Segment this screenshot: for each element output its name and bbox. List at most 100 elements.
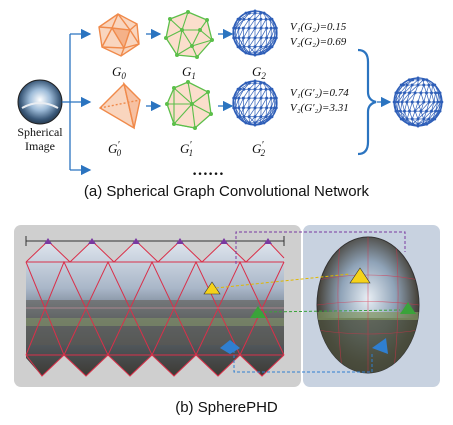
geodesic-node [416,117,420,121]
geodesic-node [434,109,438,113]
geodesic-node [259,36,263,40]
geodesic-node [237,36,241,40]
geodesic-edge [437,92,439,103]
geodesic-node [247,36,251,40]
geodesic-node [259,81,263,85]
geodesic-edge [254,46,267,54]
geodesic-node [253,106,257,110]
geodesic-edge [233,98,236,108]
row2-graph-labels: G′0 G′1 G′2 [108,140,266,158]
geodesic-node [438,109,442,113]
geodesic-node [262,11,266,15]
geodesic-edge [238,107,245,117]
geodesic-node [244,51,248,55]
geodesic-edge [431,92,435,103]
geodesic-edge [397,92,401,103]
geodesic-node [398,109,402,113]
geodesic-node [244,121,248,125]
row1-sub-0: 0 [121,71,126,81]
geodesic-edge [238,97,244,109]
geodesic-node [413,91,417,95]
geodesic-edge [269,107,277,117]
geodesic-node [269,106,273,110]
geodesic-node [269,36,273,40]
geodesic-edge [274,28,277,38]
geodesic-edge [271,19,275,29]
geodesic-node [264,87,268,91]
row1-sub-2: 2 [261,71,266,81]
caption-b: (b) SpherePHD [175,399,278,416]
input-branch-arrows [62,28,92,176]
geodesic-node [264,115,268,119]
blue-marker-right [372,338,388,354]
svg-text:G2: G2 [252,64,266,81]
geodesic-edge [269,37,277,47]
geodesic-edge [406,101,410,112]
geodesic-node [422,100,426,104]
geodesic-edge [254,97,262,109]
geodesic-node [274,106,278,110]
geodesic-node [270,87,274,91]
geodesic-node [253,9,257,13]
geodesic-node [259,106,263,110]
geodesic-edge [260,107,267,117]
row2-sub-0: 0 [117,148,122,158]
geodesic-node [403,91,407,95]
geodesic-edge [274,98,277,108]
geodesic-node [253,45,257,49]
geodesic-edge [260,89,267,99]
geodesic-edge [243,37,250,47]
geodesic-node [425,78,429,82]
geodesic-node [233,26,237,30]
geodesic-edge [243,27,250,39]
geodesic-node [253,11,257,15]
geodesic-edge [254,122,265,126]
geodesic-node [401,83,405,87]
geodesic-node [247,87,251,91]
row2-prime-1: ′ [189,140,192,151]
geodesic-node [429,91,433,95]
geodesic-edge [431,101,435,112]
geodesic-node [270,17,274,21]
geodesic-node [407,78,411,82]
geodesic-edge [238,19,245,29]
geodesic-node [238,115,242,119]
geodesic-node [247,106,251,110]
caption-a: (a) Spherical Graph Convolutional Networ… [84,183,370,200]
geodesic-edge [401,101,405,112]
geodesic-edge [426,101,430,112]
row1-label-2: G [252,64,262,79]
geodesic-node [242,45,246,49]
geodesic-edge [238,27,244,39]
geodesic-edge [435,101,441,112]
geodesic-edge [417,92,422,103]
graph-g0-prime-icon [98,81,141,130]
correspondence-lines [215,231,406,373]
geodesic-node [247,51,251,55]
geodesic-edge [400,101,403,112]
geodesic-node [237,26,241,30]
geodesic-node [419,109,423,113]
geodesic-node [247,11,251,15]
geodesic-edge [435,92,439,103]
row2-sub-1: 1 [189,148,194,158]
geodesic-edge [404,101,408,112]
geodesic-node [269,96,273,100]
geodesic-node [242,87,246,91]
geodesic-edge [260,97,267,109]
geodesic-node [259,51,263,55]
geodesic-edge [243,89,250,99]
geodesic-edge [260,27,267,39]
geodesic-node [405,83,409,87]
geodesic-node [408,109,412,113]
geodesic-node [410,117,414,121]
geodesic-edge [238,89,245,99]
geodesic-edge [243,19,250,29]
geodesic-node [264,17,268,21]
geodesic-node [274,26,278,30]
geodesic-node [407,122,411,126]
geodesic-node [422,117,426,121]
geodesic-edge [235,19,245,29]
row1-sub-1: 1 [191,71,196,81]
